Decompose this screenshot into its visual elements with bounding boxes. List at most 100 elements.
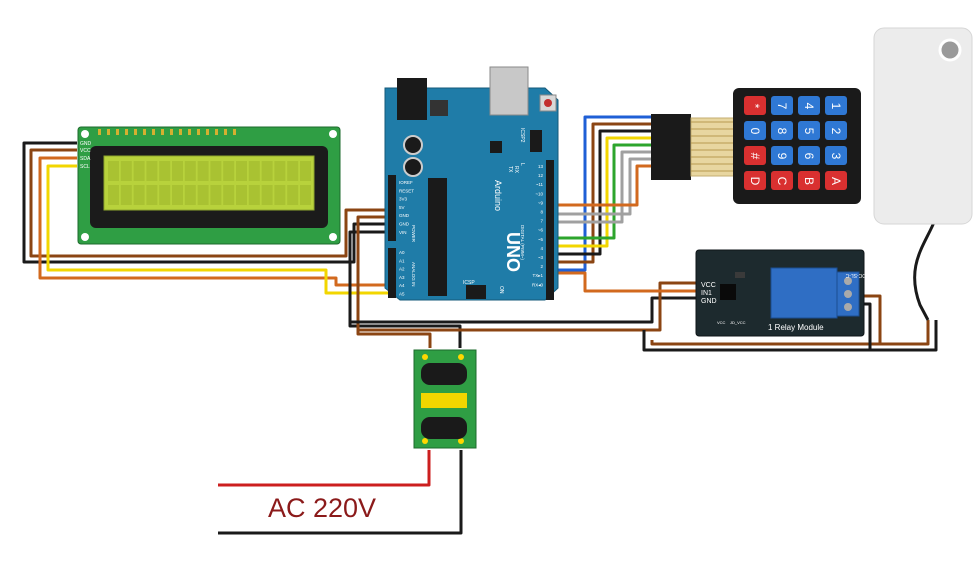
keypad-key[interactable] <box>798 121 820 140</box>
lcd-header-pin <box>98 129 101 135</box>
keypad-key[interactable] <box>825 171 847 190</box>
wire-ac-black <box>218 450 463 535</box>
lcd-char-cell <box>184 185 196 205</box>
lcd-char-cell <box>261 161 273 181</box>
lcd-char-cell <box>210 161 222 181</box>
lcd-char-cell <box>159 185 171 205</box>
keypad-key[interactable] <box>825 121 847 140</box>
relay-pin-gnd: GND <box>701 298 717 305</box>
wire-keypad-2 <box>558 122 651 264</box>
relay-part-number: SRD-05VDC-SL-C <box>845 272 887 278</box>
label-icsp2: ICSP2 <box>519 128 525 143</box>
lcd-char-cell <box>133 185 145 205</box>
analog-pin-label: A1 <box>399 258 405 263</box>
digital-pin-label: ~9 <box>538 200 544 205</box>
keypad-key[interactable] <box>798 171 820 190</box>
ps-capacitor <box>421 417 467 439</box>
label-on: ON <box>498 286 504 294</box>
relay-pin-in1: IN1 <box>701 290 712 297</box>
analog-pin-label: A5 <box>399 292 405 297</box>
keypad-key[interactable] <box>825 146 847 165</box>
lcd-header-pin <box>143 129 146 135</box>
lcd-header-pin <box>134 129 137 135</box>
digital-pin-label: 7 <box>540 219 543 224</box>
lcd-char-cell <box>236 185 247 205</box>
analog-pin-label: A3 <box>399 275 405 280</box>
label-power: POWER <box>411 225 416 243</box>
keypad-key-label: 6 <box>802 153 816 160</box>
lcd-header-pin <box>197 129 200 135</box>
arduino-uno: UNO Arduino ICSP2 ICSP POWER ANALOG IN D… <box>384 66 559 301</box>
lcd-char-cell <box>184 161 196 181</box>
keypad-key[interactable] <box>798 146 820 165</box>
keypad-key-label: 5 <box>802 128 816 135</box>
lcd-header-pin <box>170 129 173 135</box>
wire-lcd-vcc <box>29 148 392 258</box>
keypad-key[interactable] <box>744 121 766 140</box>
keypad-key-label: 3 <box>829 153 843 160</box>
lcd-char-cell <box>172 161 183 181</box>
lcd-pin-gnd: GND <box>80 141 92 147</box>
wire-keypad-4 <box>558 136 651 248</box>
keypad-key[interactable] <box>744 171 766 190</box>
keypad-key[interactable] <box>744 96 766 115</box>
lcd-header-pin <box>206 129 209 135</box>
digital-pin-label: 4 <box>540 246 543 251</box>
keypad-key[interactable] <box>771 121 793 140</box>
lcd-char-cell <box>172 185 183 205</box>
keypad-key[interactable] <box>771 96 793 115</box>
lcd-header-pin <box>179 129 182 135</box>
label-digital: DIGITAL (PWM~) <box>520 225 525 260</box>
digital-pin-label: 13 <box>538 164 544 169</box>
lcd-char-cell <box>223 185 235 205</box>
power-pin-label: 5V <box>399 205 405 210</box>
lcd-header-pin <box>188 129 191 135</box>
lcd-pin-sda: SDA <box>80 156 91 162</box>
wire-arduino-gnd <box>348 230 462 348</box>
label-l: L <box>519 163 525 166</box>
wire-lcd-scl <box>46 164 392 295</box>
ps-transformer <box>421 393 467 408</box>
lcd-char-cell <box>287 161 299 181</box>
lcd-char-cell <box>223 161 235 181</box>
power-jack <box>397 78 427 120</box>
keypad-key-label: 1 <box>829 103 843 110</box>
keypad-key-label: 4 <box>802 103 816 110</box>
keypad-key-label: 8 <box>775 128 789 135</box>
digital-pin-label: ~3 <box>538 255 544 260</box>
label-tx: TX <box>507 166 513 173</box>
lcd-mount-hole <box>81 233 89 241</box>
lcd-pin-labels: GND VCC SDA SCL <box>80 141 92 170</box>
keypad-key-label: 0 <box>748 128 762 135</box>
relay-block <box>770 267 838 319</box>
wire-keypad-6 <box>558 150 651 224</box>
wire-ac-red <box>218 450 431 487</box>
lcd-char-cell <box>248 185 260 205</box>
lcd-header-pin <box>125 129 128 135</box>
lcd-char-cell <box>146 161 158 181</box>
lcd-pin-scl: SCL <box>80 164 90 170</box>
analog-pin-label: A2 <box>399 267 405 272</box>
lcd-mount-hole <box>81 130 89 138</box>
keypad-key[interactable] <box>771 146 793 165</box>
digital-pin-label: ~10 <box>535 191 543 196</box>
relay-module: VCC IN1 GND 1 Relay Module VCC JD_VCC SR… <box>695 249 887 337</box>
digital-pin-label: 2 <box>540 264 543 269</box>
power-pin-label: GND <box>399 213 410 218</box>
keypad-key[interactable] <box>798 96 820 115</box>
wire-keypad-7 <box>558 157 651 216</box>
usb-connector <box>489 66 529 116</box>
power-pin-label: GND <box>399 222 410 227</box>
lcd-char-cell <box>159 161 171 181</box>
lcd-char-cell <box>197 161 209 181</box>
keypad-key[interactable] <box>771 171 793 190</box>
keypad-key[interactable] <box>744 146 766 165</box>
digital-pin-label: 8 <box>540 210 543 215</box>
lcd-mount-hole <box>329 233 337 241</box>
lamp-cable <box>913 219 937 321</box>
digital-pin-label: RX◂0 <box>532 282 544 287</box>
wire-keypad-3 <box>558 129 651 256</box>
lcd-char-cell <box>108 161 119 181</box>
keypad-key[interactable] <box>825 96 847 115</box>
